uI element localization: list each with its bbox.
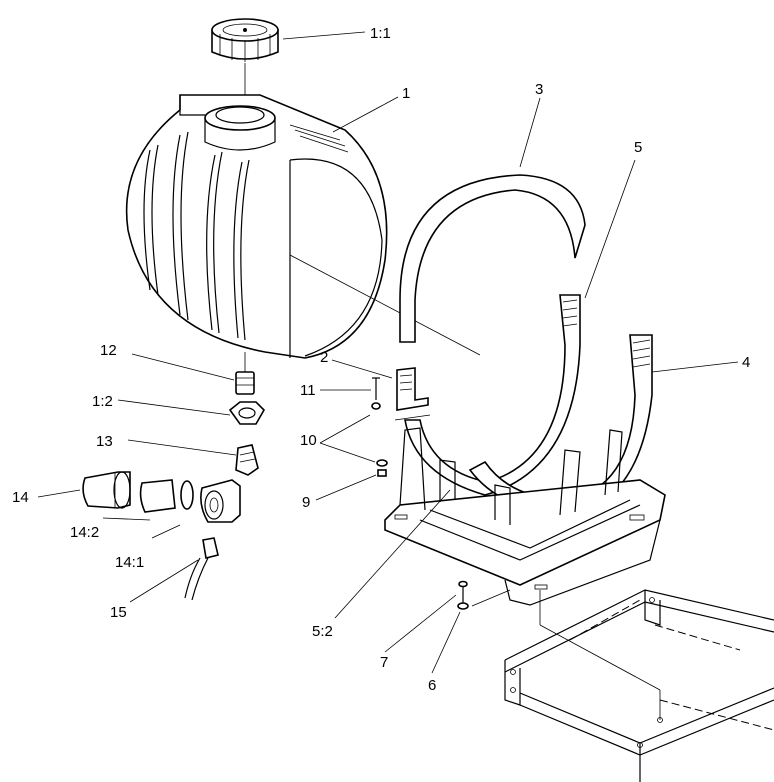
elbow-fitting bbox=[235, 444, 259, 476]
callout-5: 5 bbox=[634, 139, 642, 156]
callout-2: 2 bbox=[320, 349, 328, 366]
callout-4: 4 bbox=[742, 354, 750, 371]
callout-14-1: 14:1 bbox=[115, 554, 144, 571]
bolt-upper bbox=[371, 377, 381, 410]
callout-13: 13 bbox=[96, 433, 113, 450]
callout-3: 3 bbox=[535, 81, 543, 98]
tank-body bbox=[125, 94, 481, 372]
callout-6: 6 bbox=[428, 677, 436, 694]
callout-7: 7 bbox=[380, 654, 388, 671]
bracket bbox=[396, 367, 429, 411]
callout-11: 11 bbox=[300, 382, 316, 399]
callout-9: 9 bbox=[302, 494, 310, 511]
callout-14-2: 14:2 bbox=[70, 524, 99, 541]
o-ring bbox=[180, 480, 194, 510]
vehicle-frame bbox=[504, 589, 774, 782]
callout-labels: 1:1 1 3 5 4 2 12 11 1:2 10 13 9 14 14:2 … bbox=[12, 25, 750, 694]
fitting-adapter bbox=[235, 371, 255, 395]
callout-15: 15 bbox=[110, 604, 127, 621]
callout-12: 12 bbox=[100, 342, 117, 359]
bulkhead-nut bbox=[228, 401, 265, 425]
callout-1-1: 1:1 bbox=[370, 25, 391, 42]
callout-10: 10 bbox=[300, 432, 317, 449]
strap-rear bbox=[404, 294, 581, 496]
nut-upper bbox=[376, 459, 388, 477]
leader-lines bbox=[37, 31, 739, 674]
callout-1: 1 bbox=[402, 85, 410, 102]
callout-14: 14 bbox=[12, 489, 29, 506]
strap-top bbox=[399, 174, 586, 343]
tank-cap bbox=[211, 18, 279, 100]
strap-front bbox=[468, 334, 653, 516]
hose-fitting bbox=[184, 537, 219, 601]
bolt-lower bbox=[457, 580, 469, 610]
strainer-head bbox=[200, 479, 241, 523]
callout-1-2: 1:2 bbox=[92, 393, 113, 410]
strainer-bowl bbox=[82, 471, 131, 509]
strainer-screen bbox=[139, 479, 176, 513]
callout-5-2: 5:2 bbox=[312, 623, 333, 640]
